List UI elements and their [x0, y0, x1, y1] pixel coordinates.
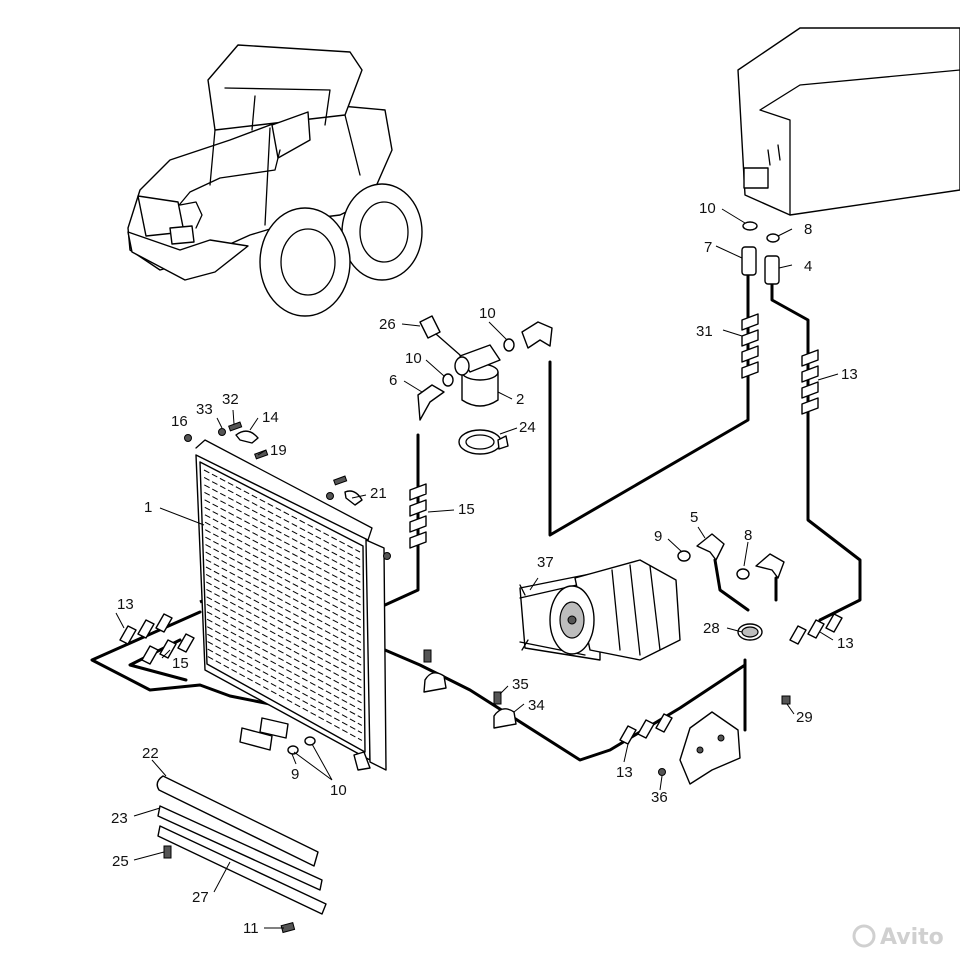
fin-row [205, 551, 362, 636]
callout-15: 15 [458, 501, 475, 518]
fin-row [205, 566, 362, 651]
callout-15: 15 [172, 655, 189, 672]
fin-row [206, 618, 362, 704]
callout-33: 33 [196, 401, 213, 418]
leader-lines [115, 208, 839, 929]
fin-row [204, 529, 361, 613]
receiver-dryer [454, 344, 509, 455]
callout-5: 5 [690, 509, 698, 526]
callout-24: 24 [519, 419, 536, 436]
condenser [195, 439, 387, 771]
tractor-illustration [127, 44, 423, 317]
fin-row [203, 477, 361, 560]
callout-13: 13 [837, 635, 854, 652]
compressor [519, 559, 681, 661]
callout-7: 7 [704, 239, 712, 256]
condenser-fins [203, 469, 363, 741]
callout-19: 19 [270, 442, 287, 459]
watermark-logo-icon [852, 924, 876, 948]
evaporator-unit [737, 27, 960, 216]
fin-row [206, 626, 362, 711]
fin-row [205, 559, 362, 643]
callout-6: 6 [389, 372, 397, 389]
pressure-switch [419, 315, 461, 356]
seal-strips [156, 775, 327, 934]
fin-row [207, 641, 363, 726]
fin-row [206, 581, 362, 666]
callout-27: 27 [192, 889, 209, 906]
callout-10: 10 [699, 200, 716, 217]
callout-11: 11 [243, 920, 259, 937]
fin-row [206, 588, 362, 674]
fin-row [207, 633, 362, 719]
callout-21: 21 [370, 485, 387, 502]
callout-8: 8 [744, 527, 752, 544]
callout-13: 13 [841, 366, 858, 383]
callout-16: 16 [171, 413, 188, 430]
callout-28: 28 [703, 620, 720, 637]
fin-row [206, 596, 362, 681]
fin-row [206, 603, 362, 689]
fittings [417, 221, 785, 580]
fin-row [204, 484, 361, 568]
callout-4: 4 [804, 258, 812, 275]
callout-8: 8 [804, 221, 812, 238]
callout-35: 35 [512, 676, 529, 693]
callout-37: 37 [537, 554, 554, 571]
fin-row [204, 514, 361, 598]
fin-row [205, 544, 362, 628]
fin-row [207, 656, 363, 741]
fin-row [204, 506, 361, 591]
fin-row [203, 469, 361, 553]
callout-36: 36 [651, 789, 668, 806]
watermark: Avito [852, 924, 944, 950]
drive-belt [519, 584, 529, 651]
callout-32: 32 [222, 391, 239, 408]
bolts [184, 421, 791, 776]
fin-row [205, 574, 362, 658]
callout-9: 9 [654, 528, 662, 545]
fin-row [204, 521, 361, 606]
callout-10: 10 [330, 782, 347, 799]
bracket-and-clamps [235, 430, 763, 785]
callout-31: 31 [696, 323, 713, 340]
fin-row [207, 648, 363, 734]
callout-29: 29 [796, 709, 813, 726]
fin-row [205, 536, 361, 621]
callout-1: 1 [144, 499, 152, 516]
hose-sleeves [119, 313, 843, 745]
callout-9: 9 [291, 766, 299, 783]
callout-25: 25 [112, 853, 129, 870]
watermark-text: Avito [880, 925, 944, 950]
fin-row [204, 491, 361, 576]
callout-14: 14 [262, 409, 279, 426]
callout-10: 10 [405, 350, 422, 367]
callout-13: 13 [117, 596, 134, 613]
callout-26: 26 [379, 316, 396, 333]
callout-13: 13 [616, 764, 633, 781]
callout-34: 34 [528, 697, 545, 714]
condenser-fittings [239, 717, 371, 771]
callout-10: 10 [479, 305, 496, 322]
fin-row [204, 499, 361, 583]
callout-2: 2 [516, 391, 524, 408]
callout-22: 22 [142, 745, 159, 762]
callout-23: 23 [111, 810, 128, 827]
fin-row [206, 611, 362, 696]
callout-labels: 10 8 7 4 26 10 10 31 13 6 2 33 32 14 16 … [111, 200, 858, 937]
